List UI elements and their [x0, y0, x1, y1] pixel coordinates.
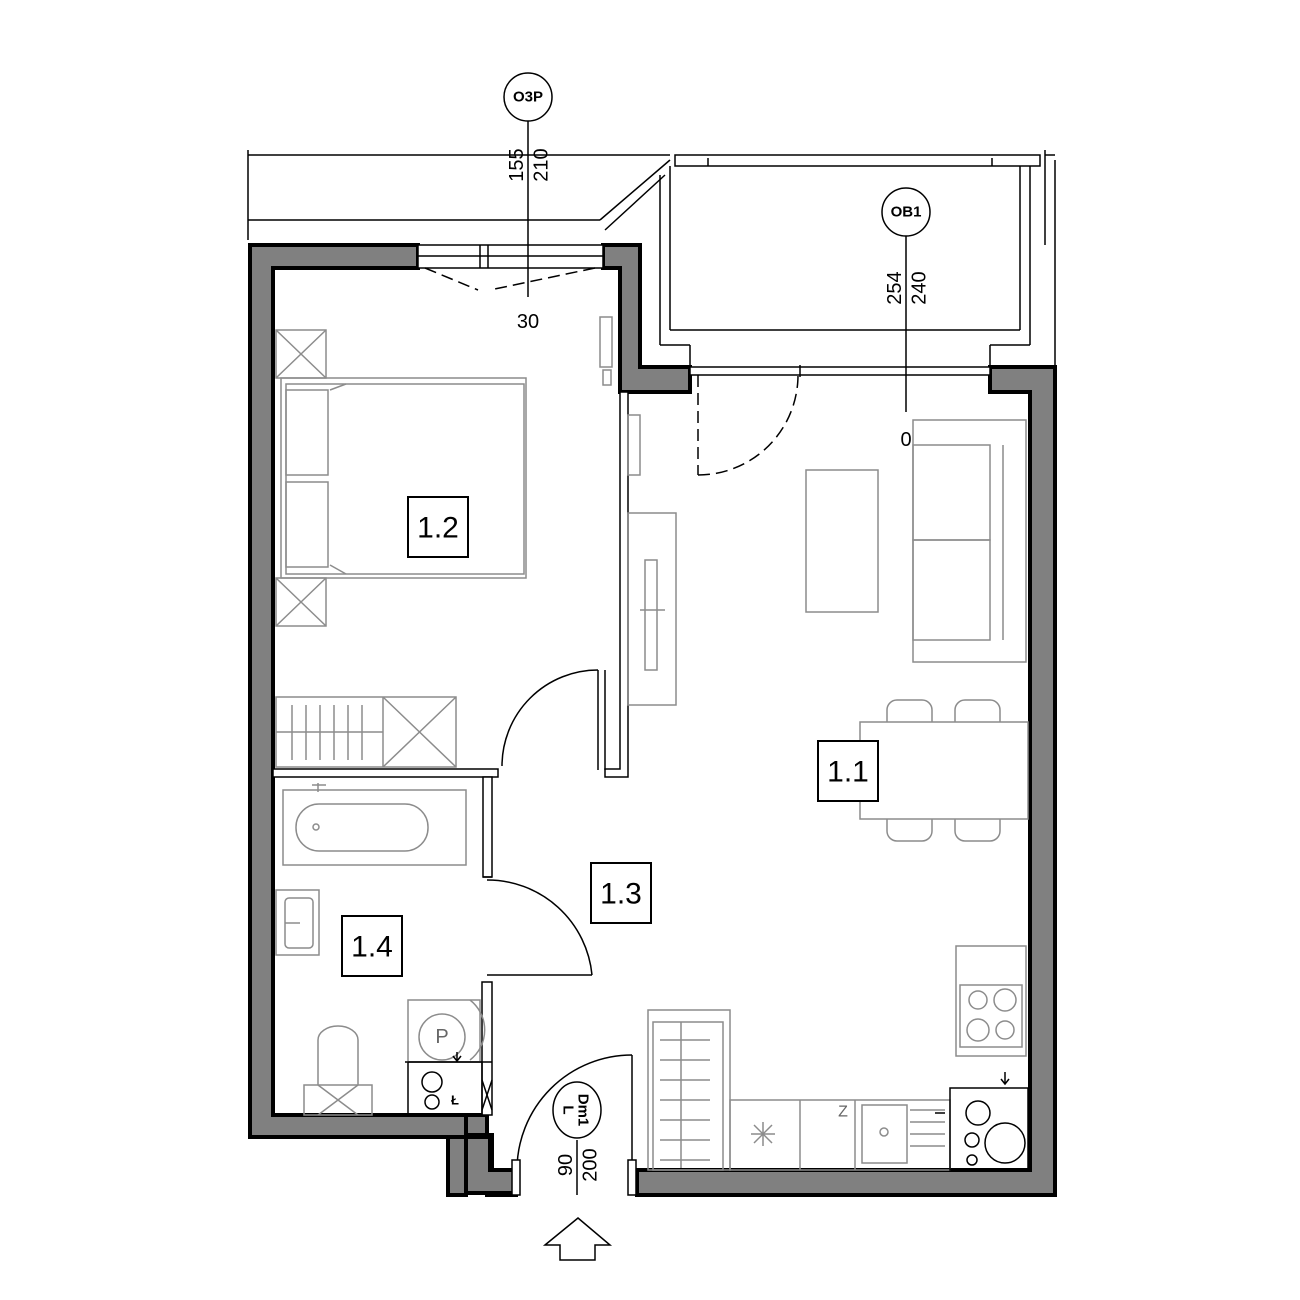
- boiler-label: Ł: [451, 1093, 459, 1108]
- washer-label: P: [435, 1026, 448, 1048]
- window-tag-o3p: O3P 155 210 30: [503, 72, 553, 333]
- balcony: [659, 154, 1055, 365]
- balcony-door: [689, 365, 991, 476]
- window-height: 210: [531, 148, 553, 181]
- room-label-1-3: 1.3: [590, 862, 652, 924]
- window-height: 240: [909, 271, 931, 304]
- window-code: O3P: [513, 89, 543, 106]
- door-height: 200: [580, 1148, 602, 1181]
- bedroom-furniture: [275, 316, 613, 768]
- sink-label: Z: [838, 1104, 848, 1121]
- partitions: [272, 391, 629, 1116]
- room-number: 1.4: [351, 931, 393, 964]
- entrance-door: [511, 1054, 637, 1196]
- door-tag-dm1: Dm1 L 90 200: [552, 1081, 602, 1182]
- context-lines: [247, 150, 1056, 380]
- door-code: Dm1: [575, 1094, 592, 1127]
- window-sill: 30: [517, 311, 539, 333]
- window-width: 155: [506, 148, 528, 181]
- room-number: 1.3: [600, 878, 642, 911]
- room-number: 1.2: [417, 512, 459, 545]
- room-number: 1.1: [827, 756, 869, 789]
- window-tag-ob1: OB1 254 240 0: [881, 187, 931, 451]
- room-label-1-4: 1.4: [341, 915, 403, 977]
- window-code: OB1: [891, 204, 922, 221]
- bathroom-furniture: P Ł: [275, 783, 493, 1116]
- window-width: 254: [884, 271, 906, 304]
- room-label-1-2: 1.2: [407, 496, 469, 558]
- door-width: 90: [555, 1154, 577, 1176]
- window-sill: 0: [900, 429, 911, 451]
- window-o3p: [417, 244, 604, 291]
- room-label-1-1: 1.1: [817, 740, 879, 802]
- entrance-arrow-icon: [542, 1217, 613, 1261]
- door-hand: L: [560, 1105, 577, 1114]
- kitchen-furniture: Z: [647, 945, 1029, 1171]
